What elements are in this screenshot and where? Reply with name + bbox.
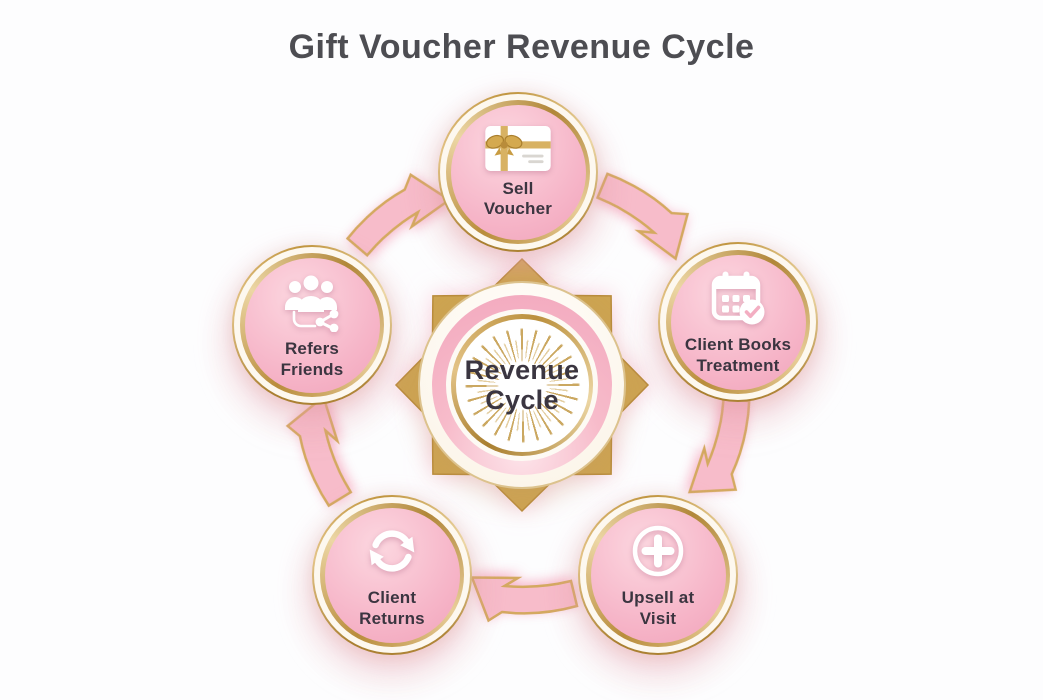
node-label-client-books-treatment: Client Books Treatment — [685, 335, 791, 375]
node-client-books-treatment: Client Books Treatment — [658, 242, 818, 402]
node-label-upsell-at-visit: Upsell at Visit — [622, 588, 695, 628]
node-label-line: Upsell at — [621, 588, 695, 608]
center-label-line: Revenue — [464, 354, 580, 385]
arrow-books-to-upsell — [688, 390, 765, 507]
node-label-line: Client — [367, 588, 417, 608]
node-label-line: Visit — [639, 608, 677, 628]
node-upsell-at-visit: Upsell at Visit — [578, 495, 738, 655]
node-refers-friends: Refers Friends — [232, 245, 392, 405]
gift-card-icon — [485, 125, 551, 171]
node-label-line: Refers — [284, 339, 340, 359]
plus-circle-icon — [632, 526, 684, 577]
arrow-refers-to-sell — [337, 163, 451, 263]
refresh-icon — [369, 530, 415, 573]
center-label-line: Cycle — [485, 385, 559, 415]
node-sell-voucher: Sell Voucher — [438, 92, 598, 252]
calendar-check-icon — [711, 271, 765, 325]
node-label-line: Treatment — [696, 355, 780, 375]
node-label-line: Returns — [359, 608, 425, 628]
arrow-returns-to-refers — [281, 395, 358, 512]
node-label-line: Friends — [280, 359, 344, 379]
node-label-line: Client Books — [684, 335, 792, 355]
center-hub: Revenue Cycle — [418, 281, 626, 489]
node-client-returns: Client Returns — [312, 495, 472, 655]
node-label-client-returns: Client Returns — [359, 588, 425, 628]
arrow-sell-to-books — [589, 160, 703, 260]
arrow-upsell-to-returns — [470, 576, 579, 622]
center-hub-pink-ring: Revenue Cycle — [432, 295, 612, 475]
node-label-refers-friends: Refers Friends — [281, 339, 344, 379]
diagram-title: Gift Voucher Revenue Cycle — [288, 28, 755, 66]
center-hub-label: Revenue Cycle — [465, 355, 580, 415]
node-label-sell-voucher: Sell Voucher — [484, 179, 552, 219]
people-share-icon — [285, 275, 339, 333]
node-label-line: Sell — [502, 178, 534, 198]
node-label-line: Voucher — [483, 199, 553, 218]
